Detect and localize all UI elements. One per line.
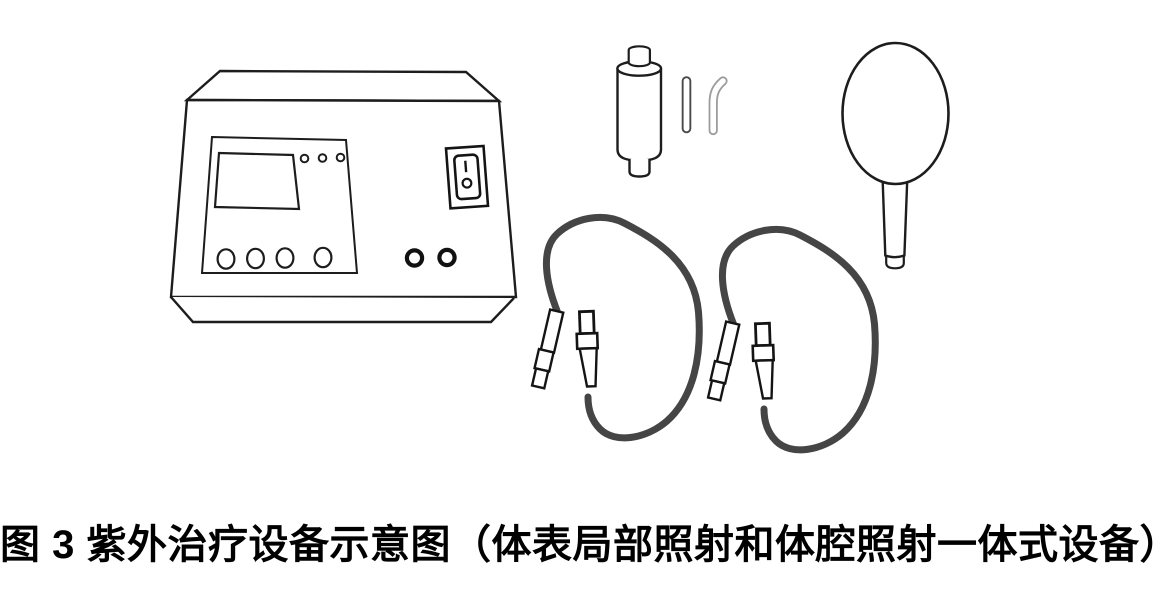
cable-1 [531,217,700,437]
control-panel [200,135,359,274]
power-switch-rocker [453,153,482,201]
control-button [216,248,236,270]
control-button [246,247,266,270]
paddle-handle-stem [881,168,909,259]
output-socket [437,247,457,268]
indicator-light [299,153,310,164]
main-unit [169,69,518,324]
paddle-oval-head [841,41,950,186]
handpiece-bottom-stub [628,159,651,178]
output-socket [404,248,425,268]
indicator-lights [299,152,346,164]
output-sockets [404,247,457,268]
display-screen [213,151,301,211]
cable-2 [707,229,876,449]
control-button [313,246,333,269]
indicator-light [335,152,346,163]
handpiece-cylinder [616,45,663,178]
handpiece-top-cap [627,45,651,68]
figure-caption: 图 3 紫外治疗设备示意图（体表局部照射和体腔照射一体式设备） [0,523,1162,567]
unit-base [170,296,515,324]
power-on-icon [464,160,468,173]
power-switch [444,144,490,210]
unit-top-face [183,69,503,103]
indicator-light [317,153,328,163]
handpiece-body [616,68,663,162]
power-off-icon [461,177,473,189]
control-button [275,247,295,269]
control-buttons [216,246,333,270]
cavity-tube-curved [708,76,728,136]
lamp-head-paddle [841,41,950,270]
